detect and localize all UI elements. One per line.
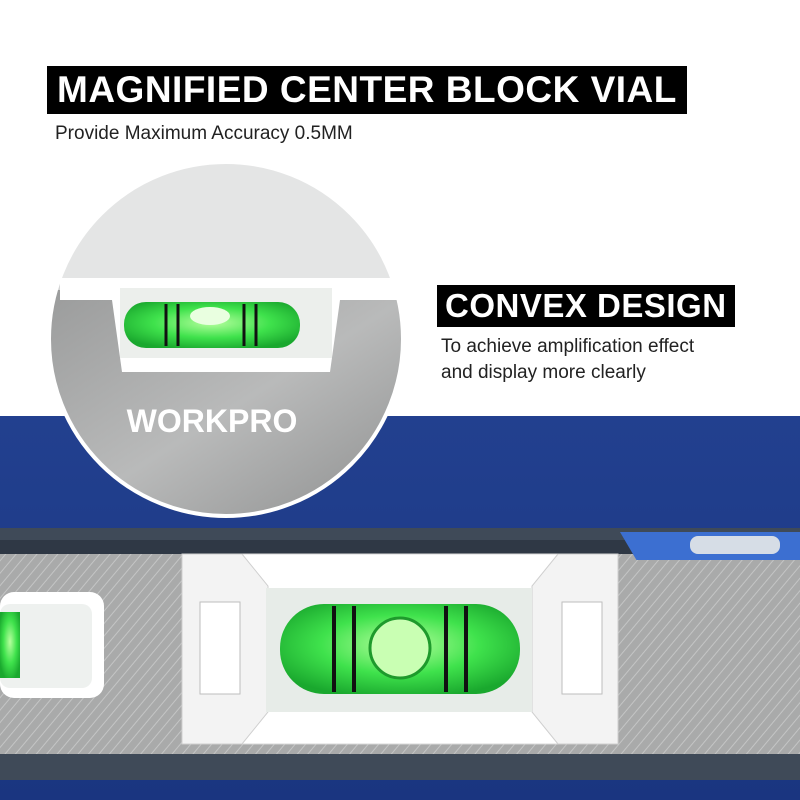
headline-convex-design: CONVEX DESIGN [437, 285, 735, 327]
headline-magnified-vial: MAGNIFIED CENTER BLOCK VIAL [47, 66, 687, 114]
convex-description: To achieve amplification effect and disp… [441, 334, 781, 386]
convex-description-line2: and display more clearly [441, 362, 646, 383]
brand-wordmark: WORKPRO [127, 403, 298, 439]
spirit-level [0, 528, 800, 780]
vial-bubble [368, 616, 432, 680]
subtitle-accuracy: Provide Maximum Accuracy 0.5MM [55, 123, 353, 144]
convex-description-line1: To achieve amplification effect [441, 336, 695, 357]
